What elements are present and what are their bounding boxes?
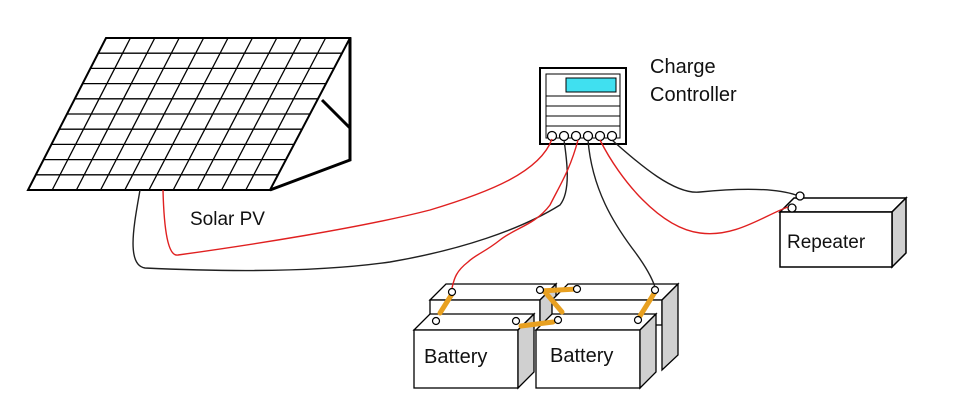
- pv-positive-wire: [162, 138, 553, 256]
- charge-controller: [539, 67, 627, 145]
- solar-pv-label: Solar PV: [190, 209, 265, 230]
- battery-terminal: [511, 316, 521, 326]
- battery-link-3: [542, 289, 565, 315]
- repeater-box: [778, 191, 908, 269]
- terminal-6: [606, 130, 618, 142]
- battery-terminal: [633, 315, 643, 325]
- battery-label-left: Battery: [424, 346, 488, 368]
- battery-front-right-side: [639, 312, 657, 390]
- battery-front-left-side: [517, 312, 535, 390]
- battery-front-left: [412, 312, 536, 390]
- repeater-negative-wire: [611, 139, 797, 196]
- battery-terminal: [431, 316, 441, 326]
- charge-controller-label-line2: Controller: [650, 84, 737, 106]
- panel-grid: [35, 37, 342, 191]
- battery-link-1: [437, 291, 455, 316]
- charge-controller-label-line1: Charge: [650, 56, 716, 78]
- battery-positive-wire: [451, 139, 579, 289]
- terminal-2: [558, 130, 570, 142]
- terminal-3: [570, 130, 582, 142]
- pv-negative-wire: [132, 139, 568, 272]
- battery-terminal: [572, 284, 582, 294]
- battery-back-right-top: [550, 283, 680, 301]
- repeater-terminal-pos: [787, 203, 797, 213]
- battery-link-5: [637, 289, 658, 319]
- battery-terminal: [447, 287, 457, 297]
- battery-front-right: [534, 312, 658, 390]
- battery-terminal: [553, 315, 563, 325]
- wires: [132, 138, 797, 289]
- repeater-front: [779, 211, 893, 268]
- panel-brace: [320, 98, 352, 130]
- panel-stand: [269, 38, 352, 192]
- repeater-positive-wire: [599, 139, 789, 235]
- battery-back-right: [550, 282, 680, 372]
- battery-back-right-side: [661, 282, 679, 372]
- terminal-5: [594, 130, 606, 142]
- battery-link-4: [518, 319, 556, 329]
- terminal-4: [582, 130, 594, 142]
- battery-negative-wire: [587, 139, 656, 288]
- battery-label-right: Battery: [550, 345, 614, 367]
- repeater-terminal-neg: [795, 191, 805, 201]
- solar-panel: [26, 37, 352, 192]
- repeater-label: Repeater: [787, 232, 866, 253]
- battery-front-right-front: [535, 329, 641, 389]
- battery-terminal: [535, 285, 545, 295]
- controller-display: [565, 77, 617, 93]
- battery-links: [437, 286, 658, 329]
- battery-terminals: [431, 284, 660, 326]
- battery-front-left-front: [413, 329, 519, 389]
- battery-terminal: [650, 285, 660, 295]
